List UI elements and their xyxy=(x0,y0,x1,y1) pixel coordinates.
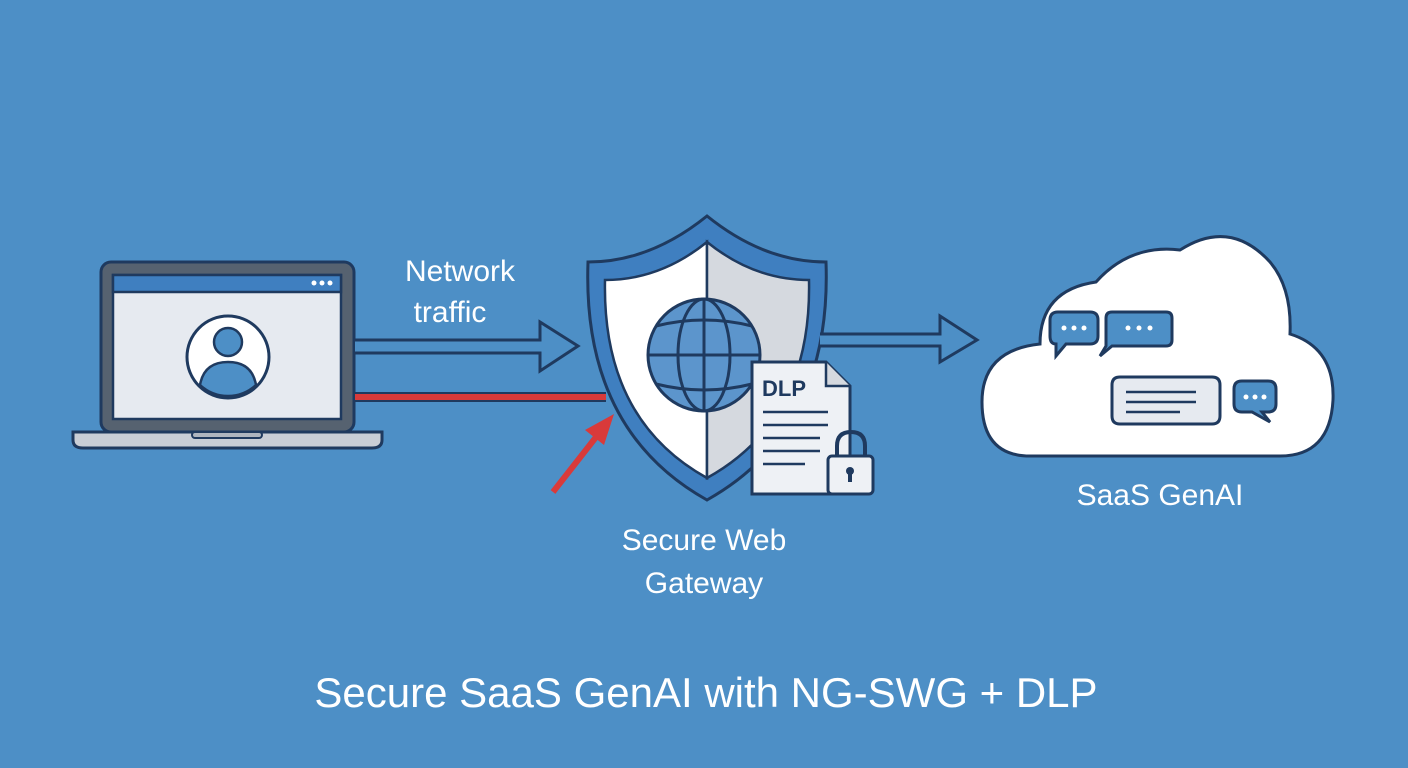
dlp-label: DLP xyxy=(762,376,806,401)
laptop-icon xyxy=(71,260,384,450)
user-avatar-icon xyxy=(185,314,271,400)
forward-traffic-arrow xyxy=(820,313,980,365)
globe-icon xyxy=(646,297,762,413)
saas-genai-label: SaaS GenAI xyxy=(1077,479,1244,512)
gateway-label-line1: Secure Web xyxy=(622,524,787,557)
dlp-document-icon: DLP xyxy=(750,360,852,496)
more-dots-icon xyxy=(311,280,333,286)
chat-bubble-icon xyxy=(1098,310,1174,358)
network-traffic-arrow xyxy=(355,319,581,374)
blocked-traffic-arrow xyxy=(355,392,614,494)
message-card-icon xyxy=(1110,375,1222,426)
network-traffic-label-line2: traffic xyxy=(414,296,487,329)
chat-bubble-icons xyxy=(1048,310,1278,426)
chat-bubble-icon xyxy=(1048,310,1100,361)
chat-bubble-icon xyxy=(1232,379,1278,424)
lock-icon xyxy=(826,429,875,496)
network-traffic-label-line1: Network xyxy=(405,255,516,288)
gateway-label-line2: Gateway xyxy=(645,567,763,600)
diagram-title: Secure SaaS GenAI with NG-SWG + DLP xyxy=(314,669,1097,716)
